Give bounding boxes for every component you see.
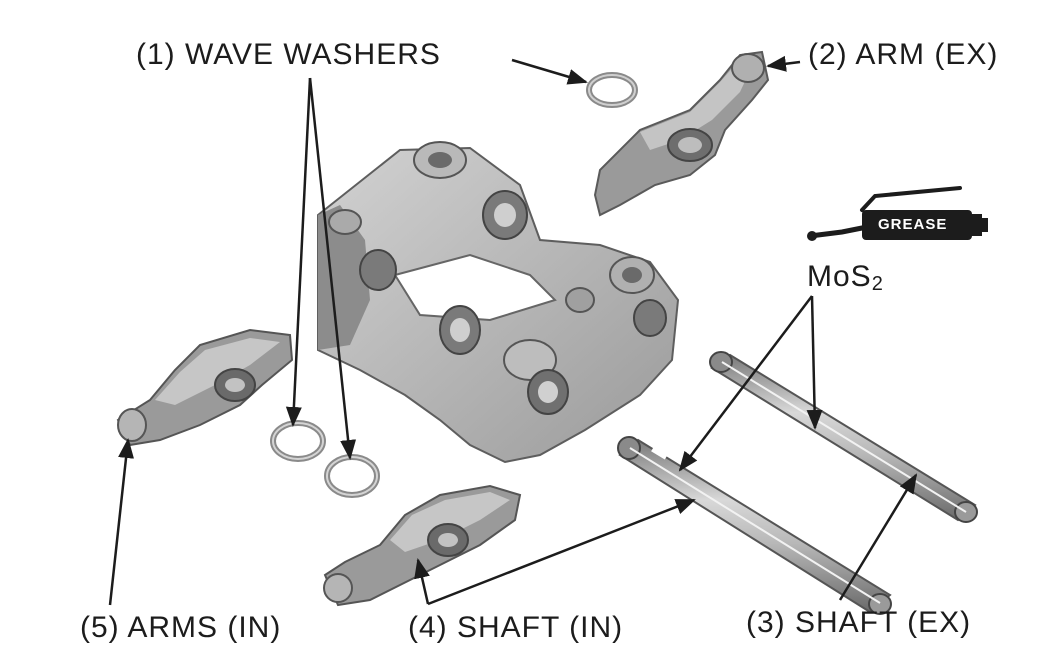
label-arm-ex: (2) ARM (EX) xyxy=(808,38,999,71)
wave-washer-top xyxy=(586,72,638,108)
leader-wave-right xyxy=(308,77,357,460)
leader-mos2-intake xyxy=(678,295,813,472)
leader-lines xyxy=(108,55,918,606)
label-mos2: MoS2 xyxy=(807,260,884,295)
rocker-shaft-intake xyxy=(617,436,892,615)
grease-gun-icon xyxy=(807,186,988,241)
wave-washer-lower-1 xyxy=(270,420,326,462)
leader-shaft-in-shaft xyxy=(427,498,696,606)
label-shaft-ex: (3) SHAFT (EX) xyxy=(746,606,972,639)
rocker-arm-holder xyxy=(317,141,680,464)
label-mos2-base: MoS xyxy=(807,260,872,293)
wave-washer-lower-2 xyxy=(324,454,380,498)
rocker-arm-intake-bottom xyxy=(323,484,522,607)
rocker-arm-intake-left xyxy=(116,328,294,447)
leader-arm-ex xyxy=(766,55,801,72)
leader-shaft-ex xyxy=(838,473,918,601)
leader-mos2-exhaust xyxy=(806,295,823,430)
label-mos2-subscript: 2 xyxy=(871,273,884,295)
leader-wave-top xyxy=(511,58,588,85)
leader-wave-left xyxy=(285,77,312,427)
leader-shaft-in-arm xyxy=(414,558,430,605)
grease-label: GREASE xyxy=(878,216,948,233)
rocker-arm-exhaust xyxy=(593,50,770,217)
leader-arms-in xyxy=(108,438,135,606)
label-wave-washers: (1) WAVE WASHERS xyxy=(136,38,441,71)
label-shaft-in: (4) SHAFT (IN) xyxy=(408,611,624,644)
label-arms-in: (5) ARMS (IN) xyxy=(80,611,282,644)
